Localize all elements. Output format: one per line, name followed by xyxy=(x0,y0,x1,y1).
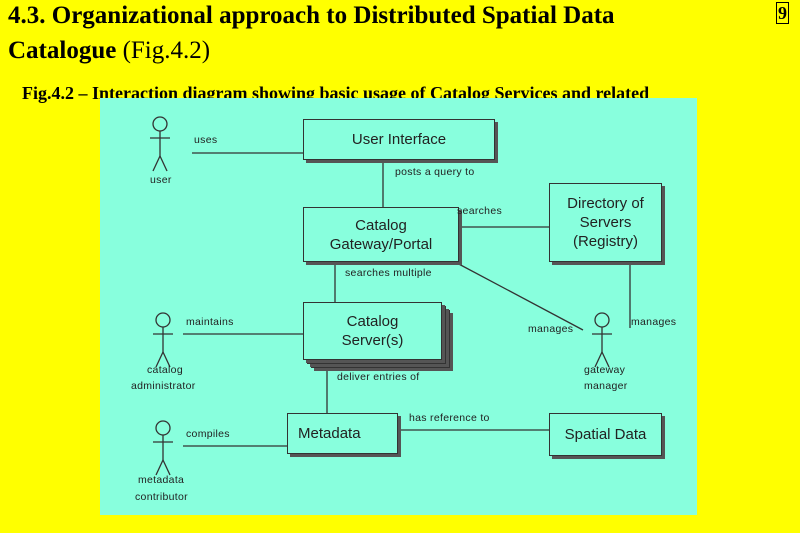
edge-uses-label: uses xyxy=(194,134,218,146)
directory-box: Directory of Servers (Registry) xyxy=(549,183,662,262)
actor-user-label: user xyxy=(150,174,172,186)
actor-contributor-icon xyxy=(153,420,173,476)
edge-searches-label: searches xyxy=(457,205,503,217)
actor-gm-label-2: manager xyxy=(584,380,628,392)
user-interface-box: User Interface xyxy=(303,119,495,160)
edge-maintains-label: maintains xyxy=(186,316,234,328)
edge-compiles-label: compiles xyxy=(186,428,230,440)
actor-admin-label-1: catalog xyxy=(147,364,183,376)
edge-manages-gateway xyxy=(454,261,584,331)
actor-admin-icon xyxy=(153,312,173,368)
title-normal: (Fig.4.2) xyxy=(116,37,211,64)
page-number: 9 xyxy=(776,2,789,24)
edge-posts-label: posts a query to xyxy=(395,166,475,178)
edge-manages-label-2: manages xyxy=(631,316,677,328)
directory-label-3: (Registry) xyxy=(572,233,638,250)
directory-label-2: Servers xyxy=(579,214,632,231)
actor-contributor-label-1: metadata xyxy=(138,474,185,486)
metadata-box: Metadata xyxy=(287,413,398,454)
actor-admin-label-2: administrator xyxy=(131,380,196,392)
actor-user-icon xyxy=(150,116,170,172)
diagram-lines xyxy=(150,116,631,476)
spatial-data-box: Spatial Data xyxy=(549,413,662,456)
edge-reference-label: has reference to xyxy=(409,412,490,424)
actor-gateway-manager-icon xyxy=(592,312,612,368)
edge-deliver-label: deliver entries of xyxy=(337,371,420,383)
actor-gm-label-1: gateway xyxy=(584,364,626,376)
spatial-data-label: Spatial Data xyxy=(564,426,647,443)
gateway-label-1: Catalog xyxy=(355,216,407,234)
edge-manages-label-1: manages xyxy=(528,323,574,335)
actor-contributor-label-2: contributor xyxy=(135,491,188,503)
user-interface-label: User Interface xyxy=(351,131,447,148)
slide-title-line1: 4.3. Organizational approach to Distribu… xyxy=(8,2,615,29)
slide-title-line2: Catalogue (Fig.4.2) xyxy=(8,37,210,65)
metadata-label: Metadata xyxy=(298,425,361,442)
server-label-1: Catalog xyxy=(346,313,399,330)
directory-label-1: Directory of xyxy=(567,195,644,212)
gateway-label-2: Gateway/Portal xyxy=(329,235,433,253)
title-bold: Catalogue xyxy=(8,37,117,64)
edge-multiple-label: searches multiple xyxy=(345,267,432,279)
server-label-2: Server(s) xyxy=(341,332,404,349)
